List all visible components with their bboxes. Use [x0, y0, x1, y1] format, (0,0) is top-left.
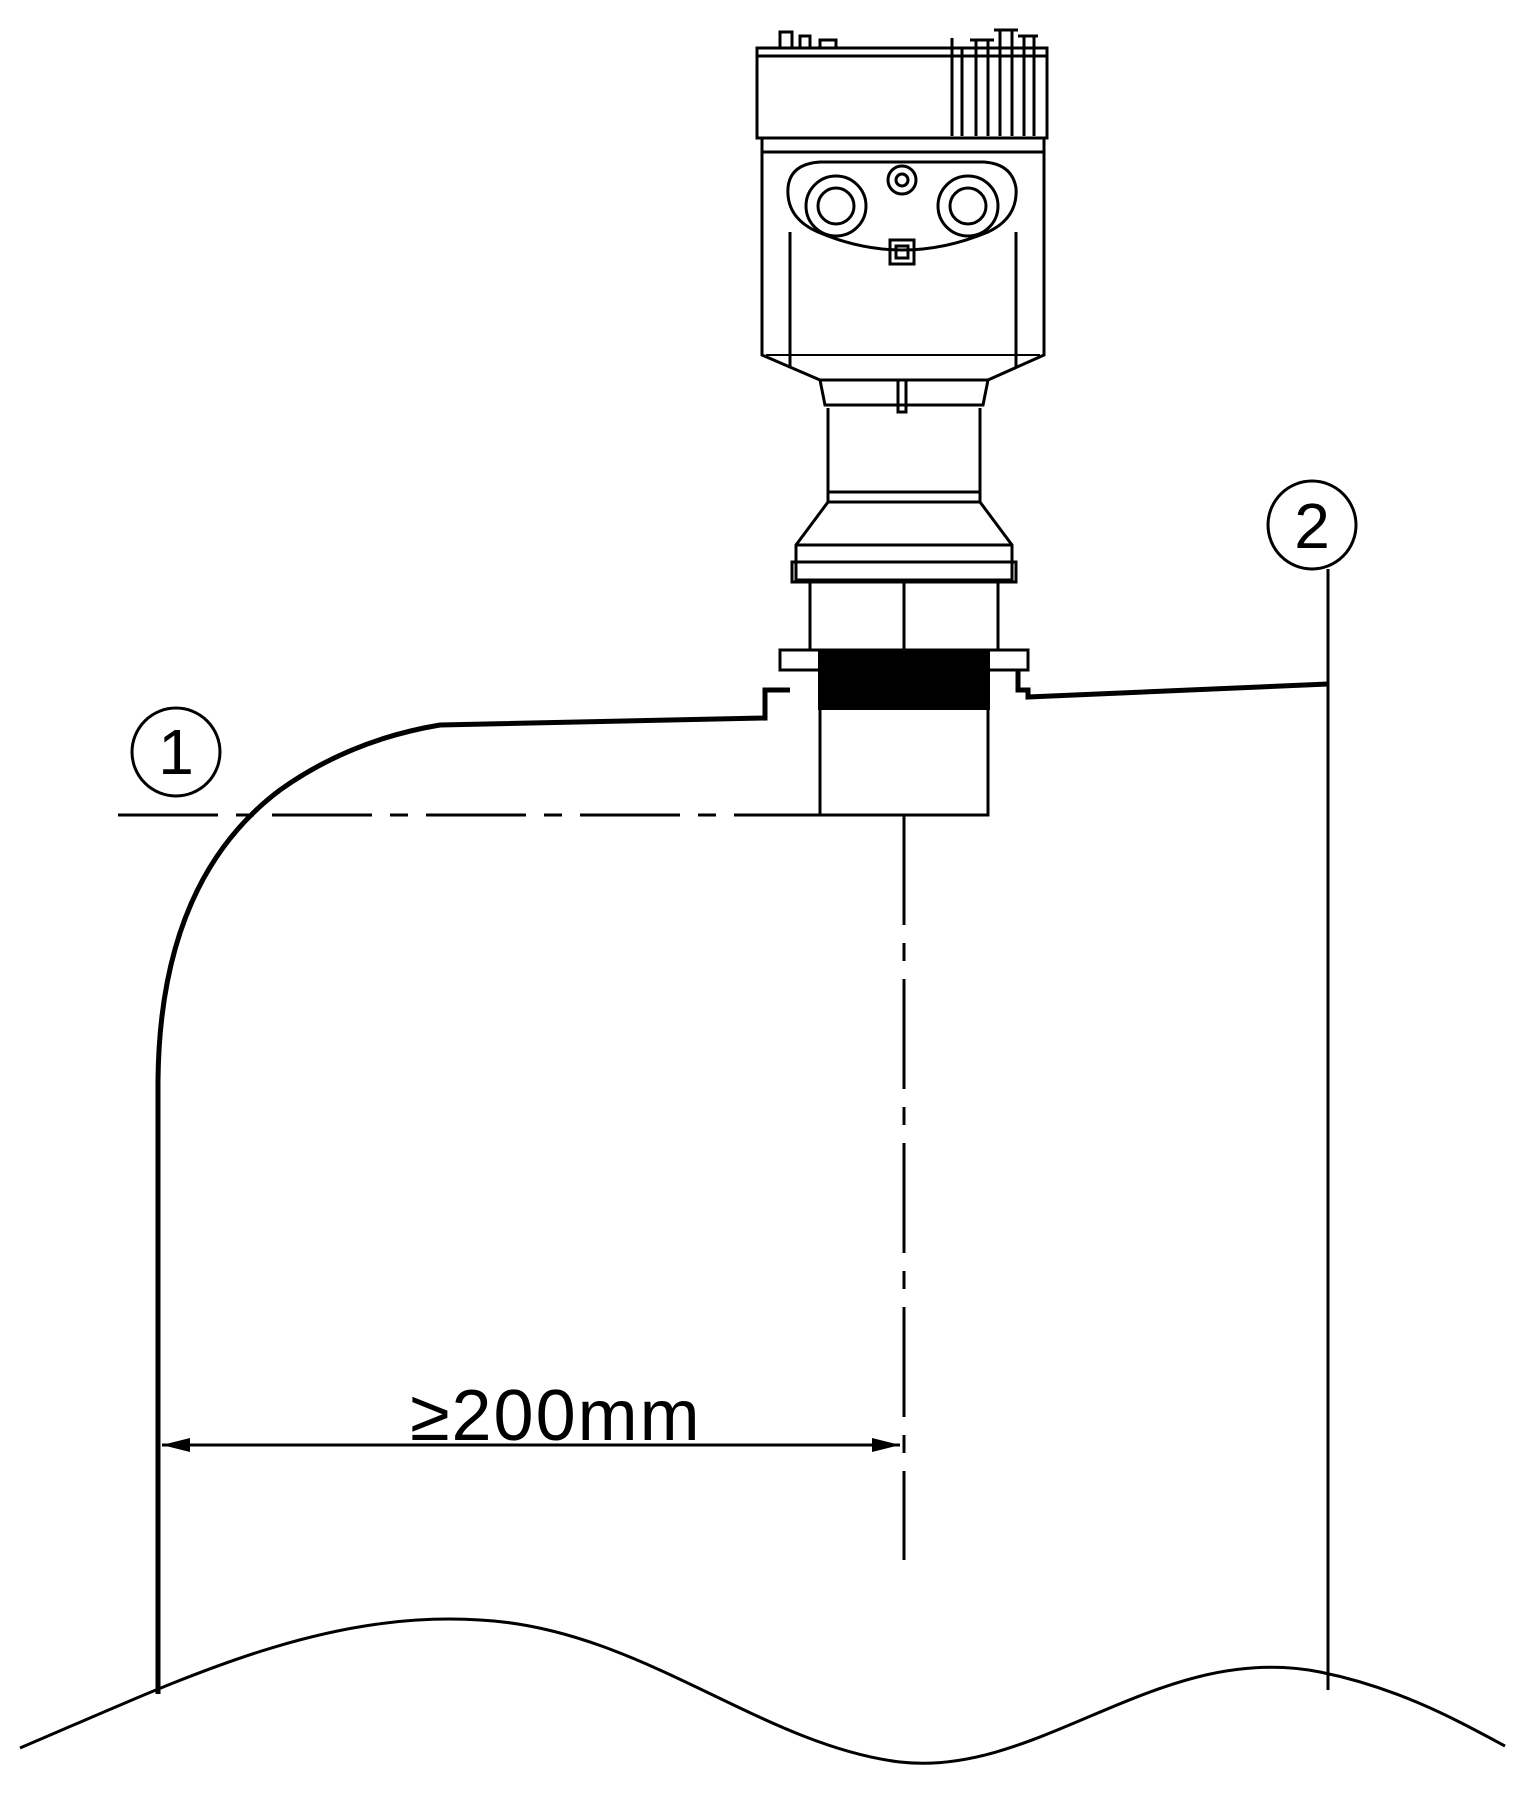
- dimension-arrow-left: [162, 1438, 190, 1452]
- dimension-label: ≥200mm: [410, 1376, 702, 1456]
- callout-2: 2: [1266, 479, 1358, 590]
- dimension-200mm: ≥200mm: [162, 1376, 900, 1456]
- sensor-housing: [755, 28, 1049, 672]
- material-surface: [19, 1617, 1506, 1765]
- callout-2-label: 2: [1294, 490, 1330, 562]
- tank-wall: [155, 670, 1329, 1694]
- sensor-horn: [818, 710, 990, 817]
- callout-1-label: 1: [158, 716, 194, 788]
- callout-1: 1: [130, 706, 222, 798]
- threaded-nut: [818, 650, 990, 710]
- dimension-arrow-right: [872, 1438, 900, 1452]
